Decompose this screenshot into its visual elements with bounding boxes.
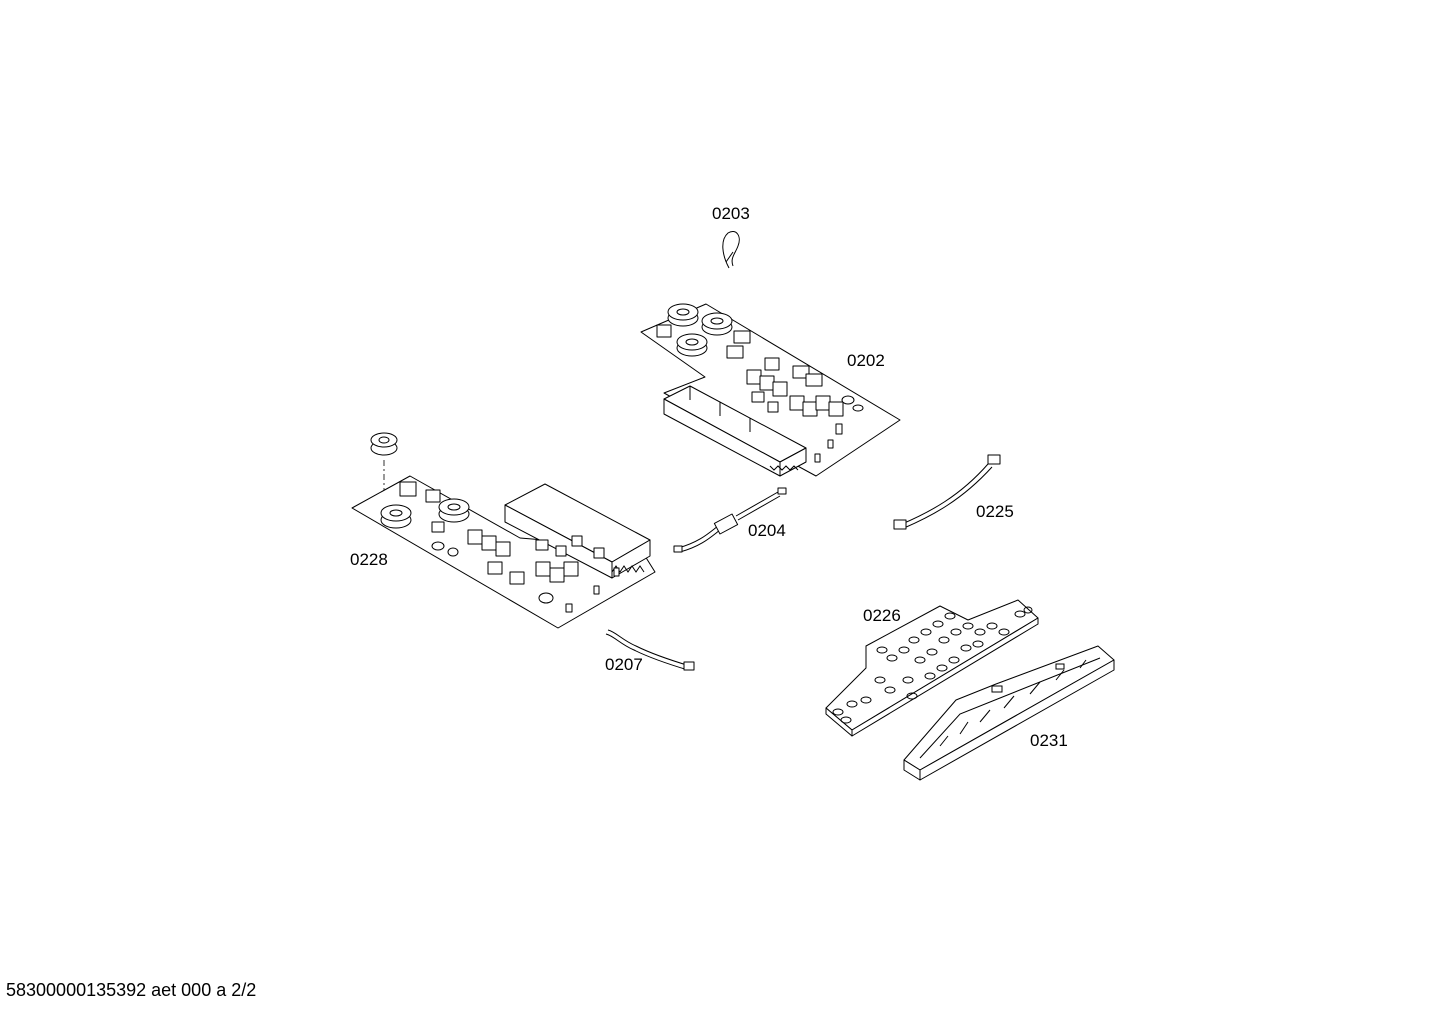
part-0202-power-board[interactable] xyxy=(640,303,901,477)
callout-0228: 0228 xyxy=(350,550,388,569)
callout-0231: 0231 xyxy=(1030,731,1068,750)
callout-0207: 0226 xyxy=(863,606,901,625)
part-0225-cable[interactable] xyxy=(893,454,1001,530)
callout-0203: 0203 xyxy=(712,204,750,223)
part-0207-keypad-board[interactable] xyxy=(825,599,1039,737)
part-0231-carrier-tray[interactable] xyxy=(903,645,1115,781)
callout-0204: 0204 xyxy=(748,521,786,540)
part-0204-ferrite-cable[interactable] xyxy=(673,487,787,553)
part-0226-cable[interactable] xyxy=(605,629,695,671)
part-0228-power-board[interactable] xyxy=(351,432,656,629)
document-id-footer: 58300000135392 aet 000 a 2/2 xyxy=(6,980,257,1000)
part-0203-cable-tie[interactable] xyxy=(722,231,740,269)
callout-0225: 0225 xyxy=(976,502,1014,521)
callout-0226: 0207 xyxy=(605,655,643,674)
callout-0202: 0202 xyxy=(847,351,885,370)
